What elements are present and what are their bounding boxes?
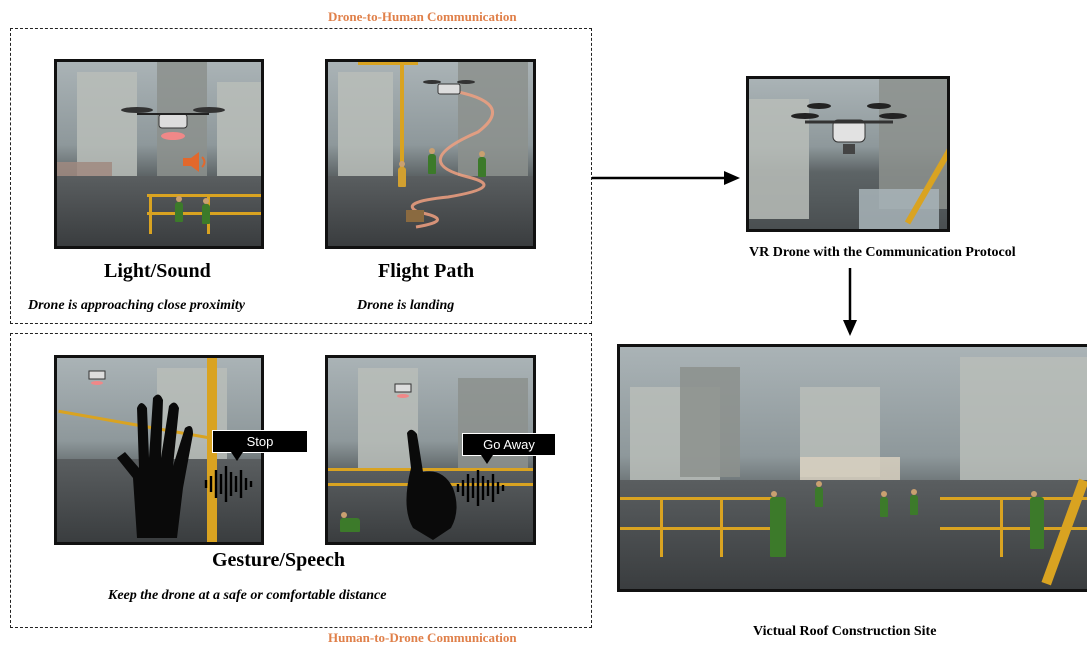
go-away-bubble: Go Away — [462, 433, 556, 464]
vr-drone-caption: VR Drone with the Communication Protocol — [749, 245, 1016, 260]
bottom-section-title: Human-to-Drone Communication — [328, 630, 517, 645]
gesture-speech-caption: Gesture/Speech — [212, 549, 345, 571]
drone-icon — [394, 383, 412, 398]
sound-wave-icon — [204, 466, 253, 502]
flight-path-description: Drone is landing — [357, 298, 455, 313]
human-to-drone-box — [10, 333, 592, 628]
arrow-down — [843, 268, 857, 336]
gesture-stop-image — [54, 355, 264, 545]
gesture-speech-description: Keep the drone at a safe or comfortable … — [108, 588, 387, 603]
light-sound-caption: Light/Sound — [104, 260, 211, 282]
vr-drone-image — [746, 76, 950, 232]
speaker-icon — [183, 152, 206, 172]
light-sound-description: Drone is approaching close proximity — [28, 298, 246, 313]
light-sound-image — [54, 59, 264, 249]
flight-path-image — [325, 59, 536, 249]
sound-wave-icon — [456, 470, 505, 506]
drone-icon — [121, 107, 225, 140]
roof-site-caption: Victual Roof Construction Site — [753, 624, 937, 639]
drone-to-human-box — [10, 28, 592, 324]
arrow-right — [592, 171, 740, 185]
stop-bubble: Stop — [212, 430, 308, 461]
flight-path-caption: Flight Path — [378, 260, 475, 282]
pointing-hand-icon — [406, 429, 457, 540]
drone-icon — [88, 370, 106, 385]
top-section-title: Drone-to-Human Communication — [328, 9, 517, 24]
roof-site-image — [617, 344, 1087, 592]
drone-icon — [791, 103, 907, 154]
open-hand-icon — [117, 394, 193, 538]
flight-path-line — [406, 80, 494, 229]
